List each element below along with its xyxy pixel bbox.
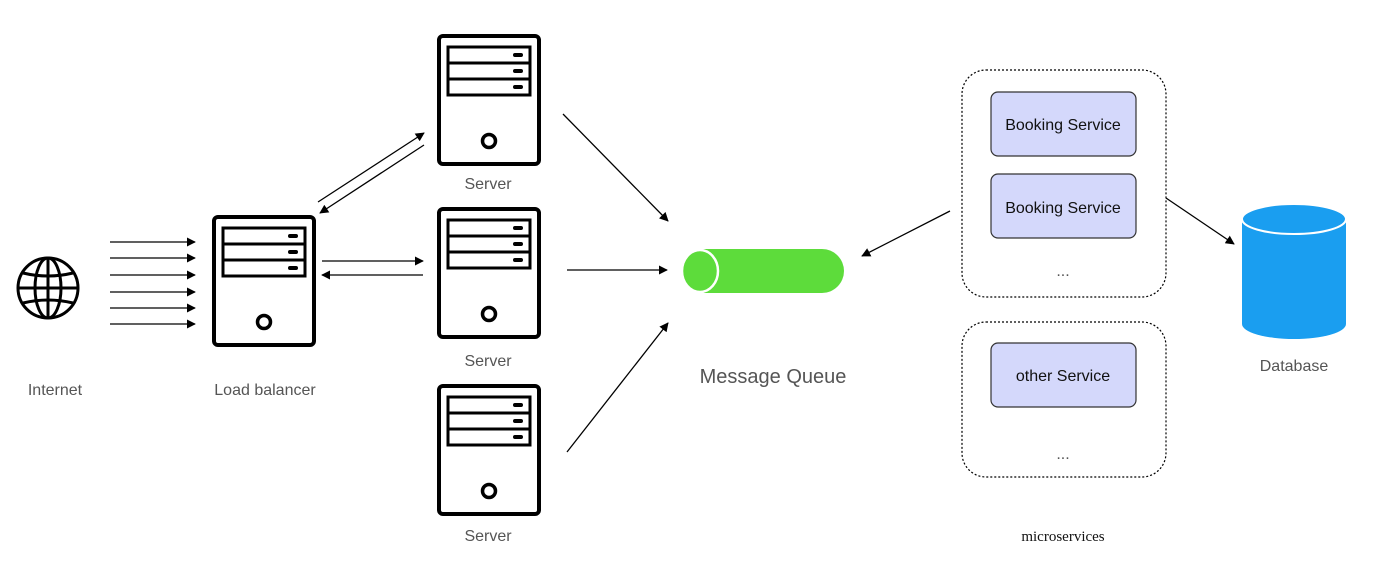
booking-service-1 xyxy=(990,91,1137,157)
internet-traffic-arrows xyxy=(110,237,196,329)
server-3-label: Server xyxy=(464,528,512,545)
internet-label: Internet xyxy=(28,382,83,399)
server-queue-arrows xyxy=(562,113,669,453)
load-balancer-label: Load balancer xyxy=(214,382,316,399)
load-balancer-icon xyxy=(212,215,316,347)
other-service xyxy=(990,342,1137,408)
server-1-icon xyxy=(437,34,541,166)
services-queue-arrow xyxy=(861,210,951,257)
microservices-label: microservices xyxy=(1021,529,1104,545)
other-service-label: other Service xyxy=(1016,368,1110,385)
database-label: Database xyxy=(1260,358,1329,375)
service-group-1-ellipsis: ... xyxy=(1056,263,1069,280)
server-3-icon xyxy=(437,384,541,516)
server-2-label: Server xyxy=(464,353,512,370)
globe-icon xyxy=(16,256,80,320)
booking-service-2-label: Booking Service xyxy=(1005,200,1121,217)
services-db-arrow xyxy=(1165,197,1235,245)
booking-service-1-label: Booking Service xyxy=(1005,117,1121,134)
booking-service-2 xyxy=(990,173,1137,239)
server-2-icon xyxy=(437,207,541,339)
server-1-label: Server xyxy=(464,176,512,193)
message-queue-label: Message Queue xyxy=(700,366,847,388)
service-group-2 xyxy=(961,321,1167,478)
message-queue-icon xyxy=(680,248,844,294)
service-group-1 xyxy=(961,69,1167,298)
lb-server-arrows xyxy=(317,132,425,280)
service-group-2-ellipsis: ... xyxy=(1056,446,1069,463)
database-icon xyxy=(1241,203,1347,339)
